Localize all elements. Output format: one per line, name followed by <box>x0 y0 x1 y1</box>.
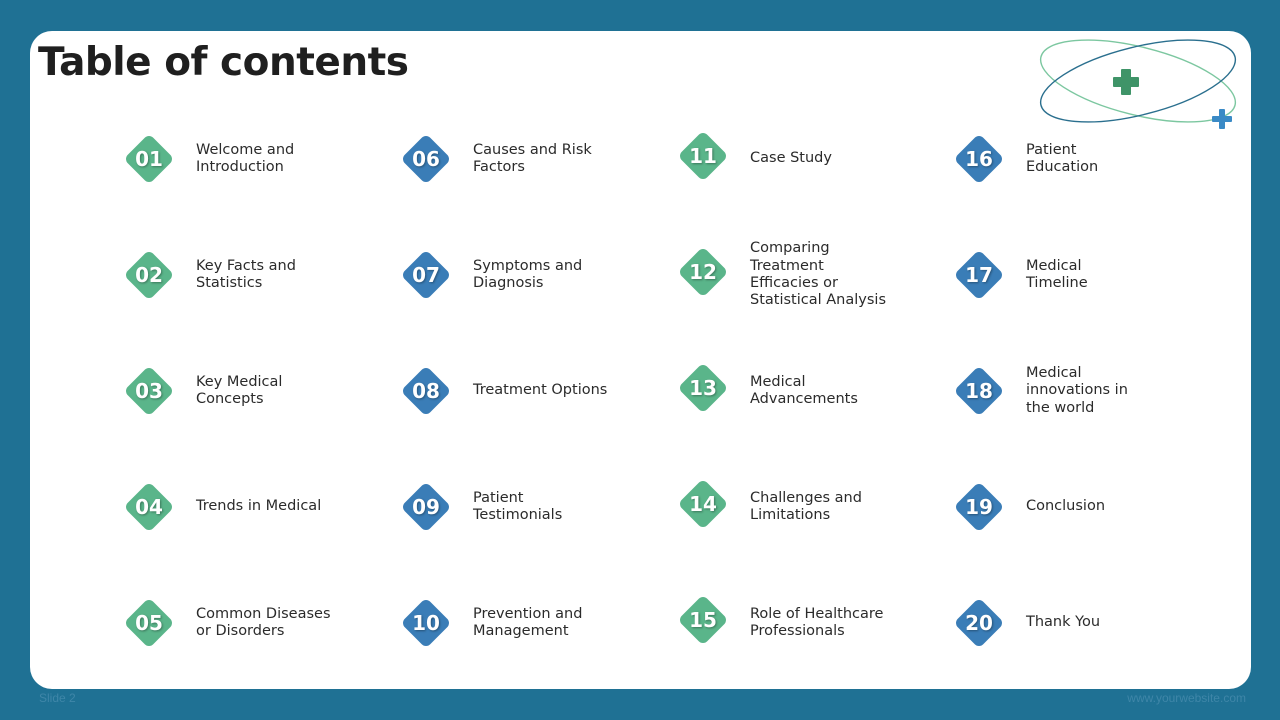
toc-label: Causes and Risk Factors <box>473 141 592 175</box>
toc-number: 08 <box>412 379 440 403</box>
toc-number: 09 <box>412 495 440 519</box>
toc-label: Role of Healthcare Professionals <box>750 605 884 639</box>
toc-number: 16 <box>965 147 993 171</box>
toc-number: 12 <box>689 260 717 284</box>
toc-label: Thank You <box>1026 614 1101 631</box>
toc-number-badge: 02 <box>123 249 175 301</box>
toc-item: 18 Medical innovations in the world <box>953 365 1213 435</box>
toc-number-badge: 12 <box>677 246 729 298</box>
toc-item: 01 Welcome and Introduction <box>123 133 383 203</box>
toc-item: 20 Thank You <box>953 597 1213 667</box>
medical-cross-icon <box>1113 69 1139 95</box>
toc-number-badge: 05 <box>123 597 175 649</box>
slide-title: Table of contents <box>38 40 409 85</box>
toc-number: 11 <box>689 144 717 168</box>
toc-number-badge: 15 <box>677 594 729 646</box>
toc-number-badge: 16 <box>953 133 1005 185</box>
toc-number: 06 <box>412 147 440 171</box>
toc-number: 19 <box>965 495 993 519</box>
toc-item: 16 Patient Education <box>953 133 1213 203</box>
toc-number-badge: 14 <box>677 478 729 530</box>
medical-cross-icon <box>1212 109 1232 129</box>
toc-number-badge: 18 <box>953 365 1005 417</box>
toc-item: 03 Key Medical Concepts <box>123 365 383 435</box>
toc-label: Prevention and Management <box>473 605 583 639</box>
toc-label: Key Medical Concepts <box>196 373 283 407</box>
orbit-ellipse-icon <box>1039 39 1237 123</box>
medical-orbit-decoration <box>1039 39 1237 129</box>
toc-number: 14 <box>689 492 717 516</box>
toc-label: Comparing Treatment Efficacies or Statis… <box>750 240 886 309</box>
toc-label: Medical Timeline <box>1026 257 1088 291</box>
toc-label: Patient Testimonials <box>473 489 563 523</box>
toc-number: 03 <box>135 379 163 403</box>
toc-label: Conclusion <box>1026 498 1106 515</box>
toc-number-badge: 17 <box>953 249 1005 301</box>
toc-label: Common Diseases or Disorders <box>196 605 331 639</box>
toc-item: 10 Prevention and Management <box>400 597 660 667</box>
toc-number: 17 <box>965 263 993 287</box>
toc-number: 13 <box>689 376 717 400</box>
website-url: www.yourwebsite.com <box>1127 691 1246 705</box>
toc-item: 12 Comparing Treatment Efficacies or Stat… <box>677 240 937 316</box>
toc-number-badge: 04 <box>123 481 175 533</box>
toc-number: 15 <box>689 608 717 632</box>
toc-number: 01 <box>135 147 163 171</box>
toc-label: Key Facts and Statistics <box>196 257 296 291</box>
toc-label: Treatment Options <box>473 382 608 399</box>
toc-number: 04 <box>135 495 163 519</box>
toc-label: Medical innovations in the world <box>1026 364 1128 416</box>
toc-number-badge: 20 <box>953 597 1005 649</box>
toc-label: Medical Advancements <box>750 373 858 407</box>
toc-item: 09 Patient Testimonials <box>400 481 660 551</box>
toc-label: Welcome and Introduction <box>196 141 295 175</box>
toc-label: Symptoms and Diagnosis <box>473 257 583 291</box>
toc-number-badge: 09 <box>400 481 452 533</box>
toc-item: 05 Common Diseases or Disorders <box>123 597 383 667</box>
toc-item: 07 Symptoms and Diagnosis <box>400 249 660 319</box>
toc-number-badge: 13 <box>677 362 729 414</box>
slide-number: Slide 2 <box>39 691 76 705</box>
toc-item: 02 Key Facts and Statistics <box>123 249 383 319</box>
toc-item: 11 Case Study <box>677 130 937 200</box>
toc-item: 04 Trends in Medical <box>123 481 383 551</box>
toc-label: Case Study <box>750 150 832 167</box>
orbit-ellipse-icon <box>1039 39 1237 123</box>
toc-number-badge: 11 <box>677 130 729 182</box>
toc-number-badge: 06 <box>400 133 452 185</box>
content-card <box>30 31 1251 689</box>
toc-number: 20 <box>965 611 993 635</box>
toc-number-badge: 10 <box>400 597 452 649</box>
toc-item: 15 Role of Healthcare Professionals <box>677 594 937 664</box>
toc-number-badge: 08 <box>400 365 452 417</box>
toc-number: 05 <box>135 611 163 635</box>
toc-label: Challenges and Limitations <box>750 489 862 523</box>
toc-number: 02 <box>135 263 163 287</box>
toc-item: 06 Causes and Risk Factors <box>400 133 660 203</box>
toc-item: 17 Medical Timeline <box>953 249 1213 319</box>
toc-number: 18 <box>965 379 993 403</box>
toc-number: 07 <box>412 263 440 287</box>
toc-item: 14 Challenges and Limitations <box>677 478 937 548</box>
toc-number: 10 <box>412 611 440 635</box>
toc-label: Patient Education <box>1026 141 1099 175</box>
toc-number-badge: 07 <box>400 249 452 301</box>
toc-label: Trends in Medical <box>196 498 322 515</box>
toc-item: 19 Conclusion <box>953 481 1213 551</box>
toc-number-badge: 19 <box>953 481 1005 533</box>
toc-item: 13 Medical Advancements <box>677 362 937 432</box>
toc-item: 08 Treatment Options <box>400 365 660 435</box>
toc-number-badge: 03 <box>123 365 175 417</box>
toc-number-badge: 01 <box>123 133 175 185</box>
